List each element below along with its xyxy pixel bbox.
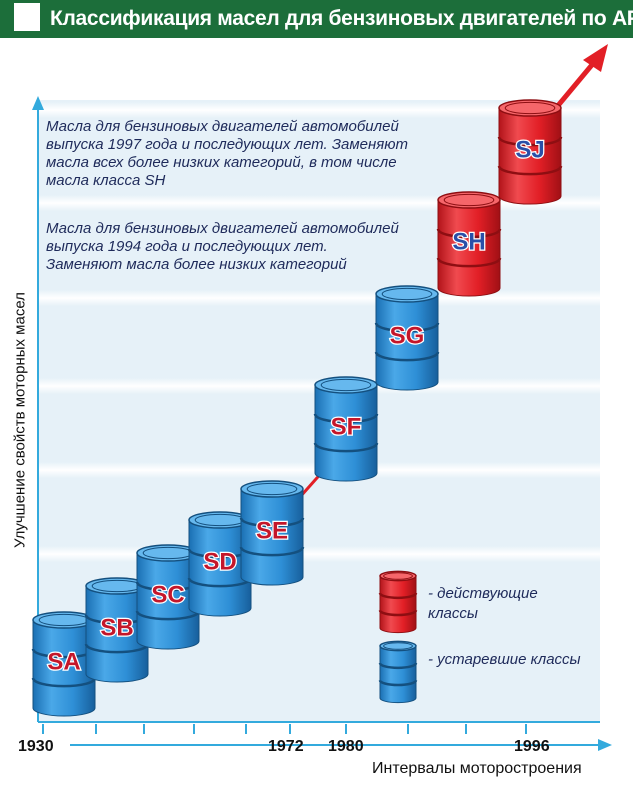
barrel-label: SD — [203, 548, 236, 575]
barrel-label: SJ — [515, 136, 544, 163]
barrel-sj: SJ — [497, 99, 563, 205]
legend-active-label: - действующие классы — [428, 585, 538, 622]
year-1972: 1972 — [268, 738, 304, 755]
barrel-sh: SH — [436, 191, 502, 297]
x-axis-label: Интервалы моторостроения — [372, 760, 582, 777]
barrel-label: SF — [331, 413, 362, 440]
band — [38, 102, 600, 118]
barrel-label: SE — [256, 517, 288, 544]
barrel-sf: SF — [313, 376, 379, 482]
barrel-sg: SG — [374, 285, 440, 391]
legend-obsolete-label: - устаревшие классы — [428, 651, 581, 668]
note-sh: Масла для бензиновых двигателей автомоби… — [46, 220, 399, 273]
barrel-se: SE — [239, 480, 305, 586]
year-1930: 1930 — [18, 738, 54, 755]
note-sj: Масла для бензиновых двигателей автомоби… — [46, 118, 409, 189]
growth-arrow — [583, 44, 608, 72]
year-1980: 1980 — [328, 738, 364, 755]
barrel-sa: SA — [31, 611, 97, 717]
x-axis — [38, 721, 612, 751]
title-marker — [14, 3, 40, 31]
barrel-legend-active — [378, 570, 418, 634]
barrel-sc: SC — [135, 544, 201, 650]
barrel-label: SC — [151, 581, 184, 608]
year-1996: 1996 — [514, 738, 550, 755]
title-bar: Классификация масел для бензиновых двига… — [0, 0, 633, 38]
diagram-title: Классификация масел для бензиновых двига… — [50, 7, 633, 30]
barrel-legend-obsolete — [378, 640, 418, 704]
barrel-label: SG — [390, 322, 425, 349]
barrel-label: SH — [452, 228, 485, 255]
barrel-label: SA — [47, 648, 80, 675]
barrel-label: SB — [100, 614, 133, 641]
